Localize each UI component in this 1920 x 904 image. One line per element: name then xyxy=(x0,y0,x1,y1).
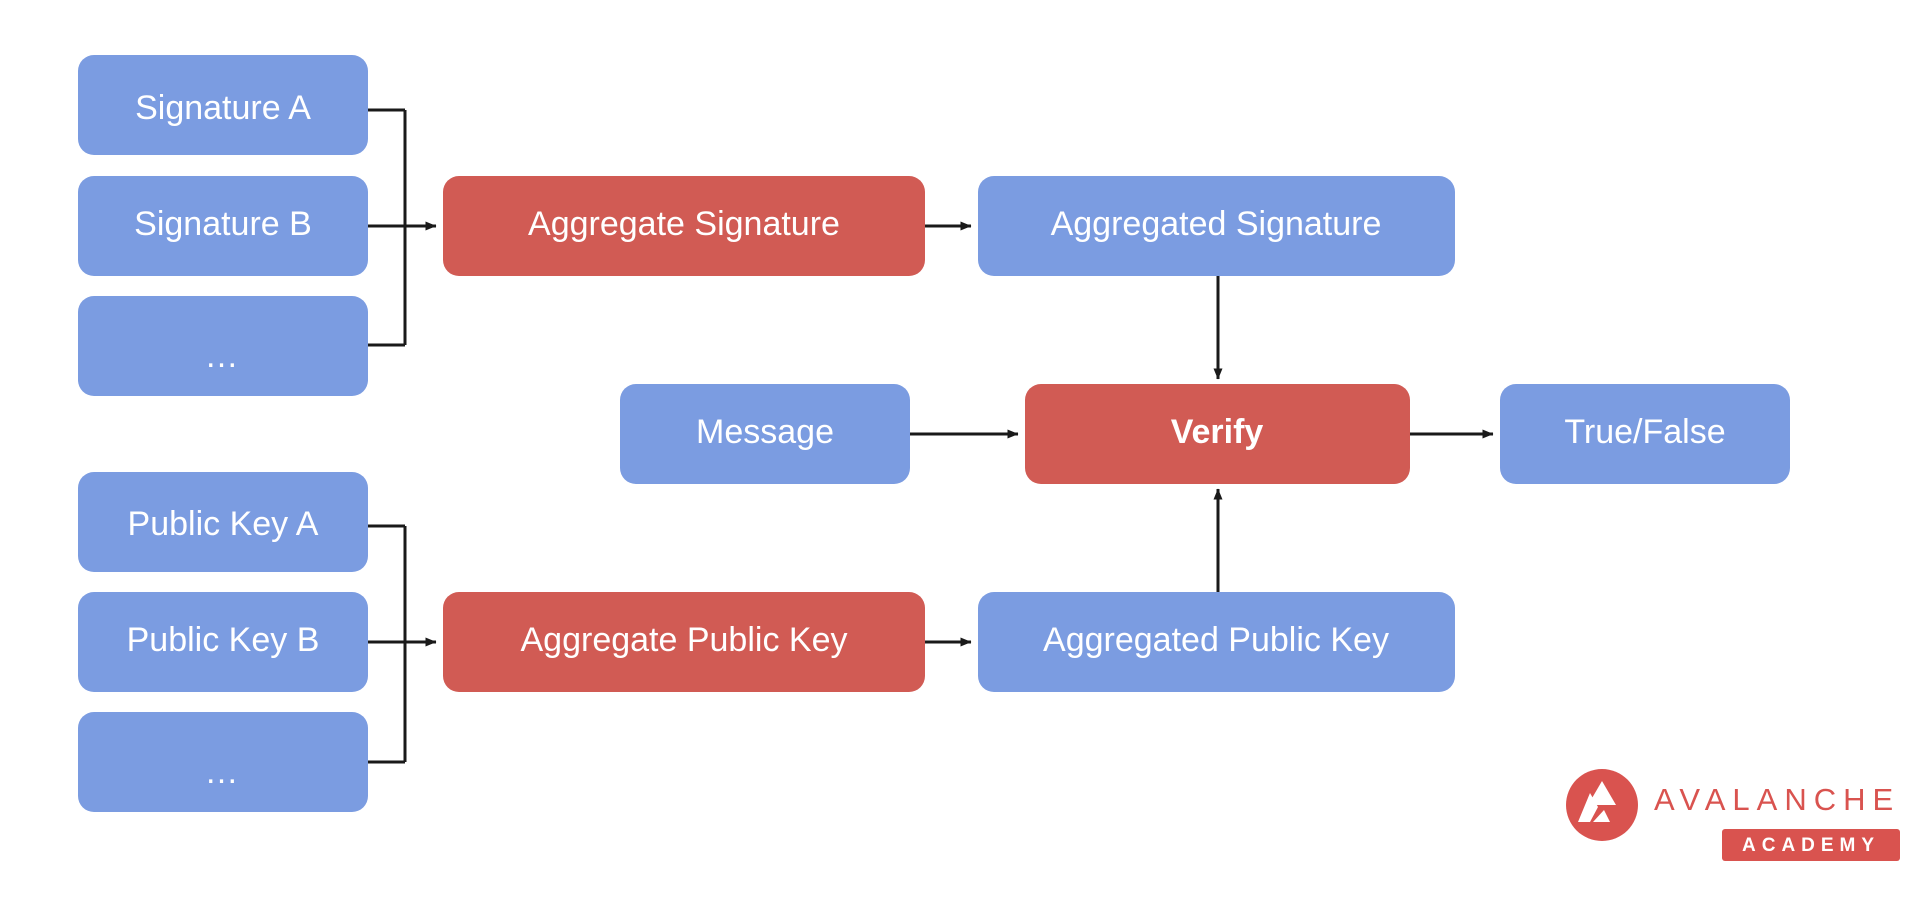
connector-signature-bracket xyxy=(368,108,437,347)
connector-public-key-bracket xyxy=(368,524,437,764)
node-true-false[interactable]: True/False xyxy=(1500,384,1790,484)
node-aggregated-public-key-label: Aggregated Public Key xyxy=(1043,621,1389,659)
node-message-label: Message xyxy=(696,413,834,451)
node-aggregated-signature-label: Aggregated Signature xyxy=(1051,205,1382,243)
node-signature-more-label: … xyxy=(205,337,242,375)
node-aggregate-public-key[interactable]: Aggregate Public Key xyxy=(443,592,925,692)
avalanche-mountain-icon xyxy=(1566,769,1638,841)
node-signature-b-label: Signature B xyxy=(134,205,312,243)
node-aggregated-signature[interactable]: Aggregated Signature xyxy=(978,176,1455,276)
node-public-key-a[interactable]: Public Key A xyxy=(78,472,368,572)
node-signature-more[interactable]: … xyxy=(78,296,368,396)
node-true-false-label: True/False xyxy=(1564,413,1725,451)
node-aggregate-signature-label: Aggregate Signature xyxy=(528,205,840,243)
node-verify-label: Verify xyxy=(1171,413,1264,451)
avalanche-wordmark: AVALANCHE xyxy=(1654,782,1900,817)
node-public-key-more[interactable]: … xyxy=(78,712,368,812)
academy-subtitle: ACADEMY xyxy=(1742,835,1880,856)
node-public-key-a-label: Public Key A xyxy=(128,505,319,543)
node-aggregated-public-key[interactable]: Aggregated Public Key xyxy=(978,592,1455,692)
node-public-key-b[interactable]: Public Key B xyxy=(78,592,368,692)
academy-badge-background xyxy=(1722,829,1900,861)
avalanche-academy-logo: AVALANCHE ACADEMY xyxy=(1566,769,1900,861)
node-signature-b[interactable]: Signature B xyxy=(78,176,368,276)
node-verify[interactable]: Verify xyxy=(1025,384,1410,484)
node-message[interactable]: Message xyxy=(620,384,910,484)
node-signature-a-label: Signature A xyxy=(135,89,311,127)
node-public-key-b-label: Public Key B xyxy=(127,621,320,659)
node-aggregate-signature[interactable]: Aggregate Signature xyxy=(443,176,925,276)
node-aggregate-public-key-label: Aggregate Public Key xyxy=(521,621,848,659)
node-public-key-more-label: … xyxy=(205,753,242,791)
node-signature-a[interactable]: Signature A xyxy=(78,55,368,155)
